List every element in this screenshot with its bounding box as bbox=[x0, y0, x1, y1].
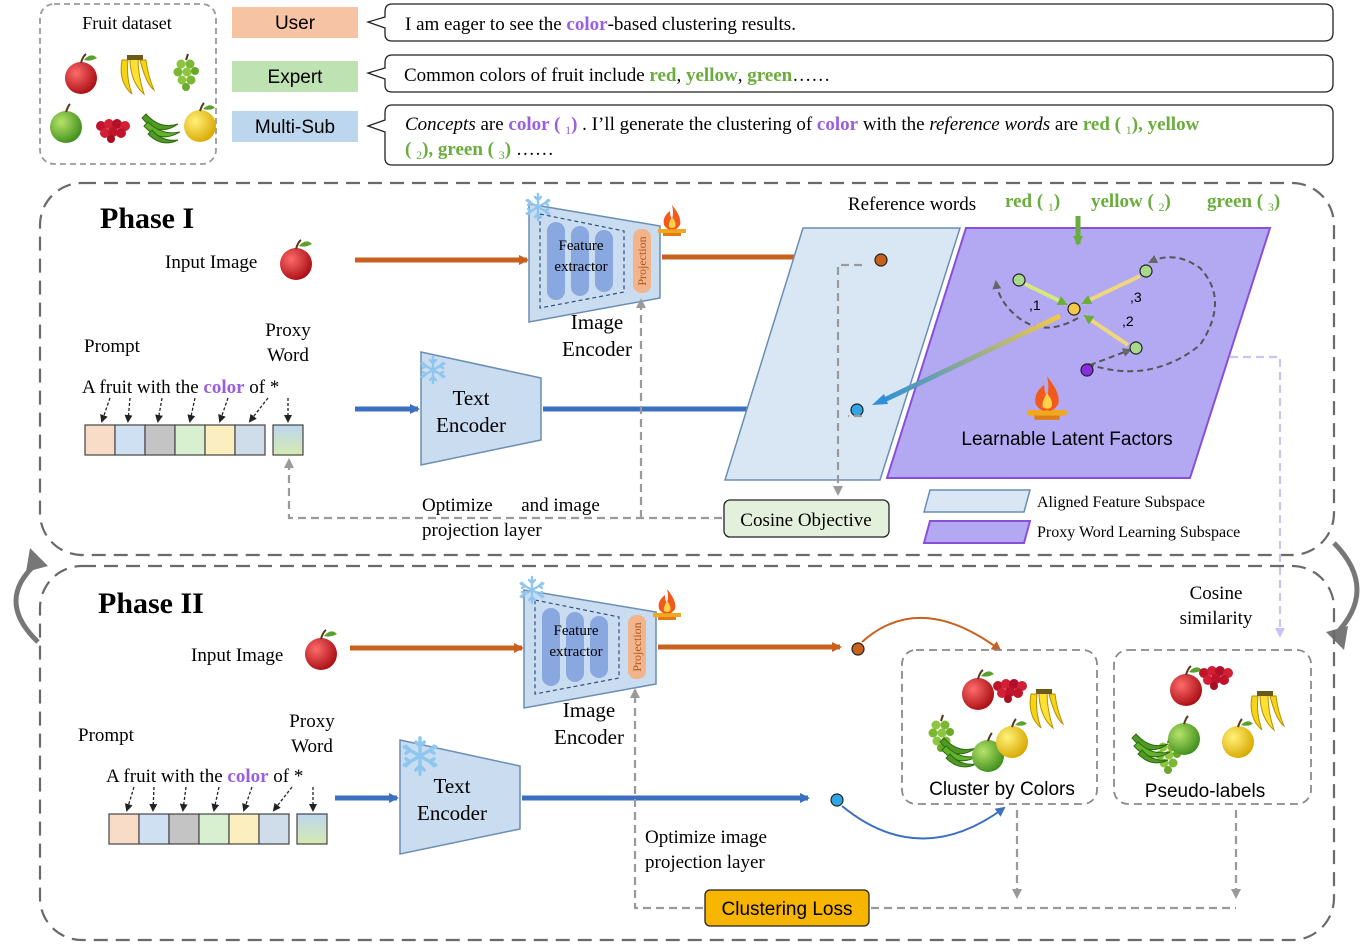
phase1-prompt-text: A fruit with the color of * bbox=[82, 377, 279, 398]
reference-word-red: red ( 1) bbox=[1005, 191, 1060, 214]
user-role-badge bbox=[232, 7, 358, 38]
phase2-input-apple-icon bbox=[304, 629, 338, 671]
fruit-dataset-title: Fruit dataset bbox=[82, 13, 171, 33]
proxy-word-point bbox=[1067, 302, 1081, 316]
cosine-objective-box bbox=[723, 499, 890, 538]
right-cycle-arrow bbox=[1332, 541, 1360, 638]
proxy-word-learning-subspace bbox=[885, 227, 1272, 479]
learnable-latent-factors-label: Learnable Latent Factors bbox=[961, 429, 1172, 450]
phase2-text-encoder-shape bbox=[399, 739, 521, 855]
phase2-optimize-projection-dashed-arrow bbox=[630, 688, 703, 910]
user-message: I am eager to see the color-based cluste… bbox=[405, 14, 796, 35]
phase2-input-image-label: Input Image bbox=[191, 645, 283, 666]
phase1-projection-trainable-icon bbox=[658, 205, 686, 236]
factor-dashed-loop-left bbox=[992, 280, 1079, 329]
legend-aligned-swatch bbox=[923, 489, 1031, 513]
phase1-text-encoder-shape bbox=[420, 351, 542, 466]
phase1-container bbox=[38, 181, 1336, 557]
phase1-projection-label: Projection bbox=[635, 236, 649, 285]
phase1-input-apple-icon bbox=[279, 239, 313, 281]
legend-proxy-label: Proxy Word Learning Subspace bbox=[1037, 524, 1240, 541]
multisub-message-line1: Concepts are color ( 1) . I’ll generate … bbox=[405, 114, 1200, 137]
factor2-label: ,2 bbox=[1122, 313, 1134, 329]
factor3-arrow bbox=[1081, 274, 1141, 305]
cluster-by-colors-label: Cluster by Colors bbox=[929, 779, 1075, 800]
expert-message: Common colors of fruit include red, yell… bbox=[404, 65, 830, 86]
phase1-token-embeddings bbox=[84, 424, 304, 456]
factor1-arrow bbox=[1024, 282, 1068, 306]
phase2-projection-label: Projection bbox=[630, 622, 644, 671]
text-feature-point bbox=[850, 403, 864, 417]
phase2-projection-trainable-icon bbox=[653, 589, 681, 620]
factor1-label: ,1 bbox=[1029, 297, 1041, 313]
expert-role-label: Expert bbox=[268, 67, 324, 88]
phase2-prompt-text: A fruit with the color of * bbox=[106, 766, 303, 787]
legend-proxy-swatch bbox=[922, 520, 1032, 544]
phase1-input-image-label: Input Image bbox=[165, 252, 257, 273]
phase2-container bbox=[38, 564, 1336, 942]
phase2-token-embeddings bbox=[108, 813, 328, 845]
user-speech-bubble bbox=[365, 3, 1334, 42]
cosine-objective-label: Cosine Objective bbox=[740, 510, 871, 531]
clustering-loss-label: Clustering Loss bbox=[722, 899, 853, 920]
phase2-text-feature-point bbox=[830, 793, 844, 807]
phase2-token-arrows bbox=[124, 786, 317, 812]
multisub-message-line2: ( 2), green ( 3) …… bbox=[405, 139, 554, 162]
factor-dashed-loop-right bbox=[1087, 254, 1216, 373]
multisub-role-label: Multi-Sub bbox=[255, 117, 335, 138]
factor3-point bbox=[1139, 264, 1153, 278]
user-role-label: User bbox=[275, 13, 316, 34]
phase1-cosine-dashed-image bbox=[833, 263, 862, 496]
expert-role-badge bbox=[232, 61, 358, 92]
factor2-arrow bbox=[1083, 314, 1130, 347]
reference-word-yellow: yellow ( 2) bbox=[1091, 191, 1171, 214]
multisub-role-badge bbox=[232, 111, 358, 142]
phase2-image-to-cluster-arrow bbox=[861, 616, 1002, 652]
phase1-token-arrows bbox=[100, 397, 292, 423]
legend-aligned-label: Aligned Feature Subspace bbox=[1037, 494, 1205, 511]
latent-factor-point bbox=[1080, 363, 1094, 377]
expert-speech-bubble bbox=[365, 54, 1334, 93]
phase2-text-to-cluster-arrow bbox=[841, 805, 1006, 840]
pseudo-label-dashed-arrow bbox=[1230, 355, 1285, 638]
left-cycle-arrow bbox=[13, 560, 40, 644]
phase2-title: Phase II bbox=[98, 587, 204, 620]
reference-word-green: green ( 3) bbox=[1207, 191, 1280, 214]
phase2-image-feature-point bbox=[851, 642, 865, 656]
cluster-by-colors-box bbox=[901, 649, 1098, 805]
phase1-title: Phase I bbox=[100, 202, 194, 235]
reference-words-label: Reference words bbox=[848, 194, 976, 215]
aligned-feature-subspace bbox=[723, 227, 962, 481]
pseudo-labels-label: Pseudo-labels bbox=[1145, 781, 1265, 802]
factor1-point bbox=[1012, 273, 1026, 287]
proxy-to-text-arrow bbox=[878, 313, 1062, 405]
clustering-loss-box bbox=[704, 889, 870, 927]
factor-dashed-link bbox=[1089, 348, 1132, 366]
phase1-prompt-label: Prompt bbox=[84, 336, 141, 357]
factor3-label: ,3 bbox=[1130, 289, 1142, 305]
optimize-proxy-dashed-arrow bbox=[284, 458, 722, 520]
phase2-prompt-label: Prompt bbox=[78, 725, 135, 746]
factor2-point bbox=[1129, 341, 1143, 355]
image-feature-point bbox=[874, 253, 888, 267]
multisub-speech-bubble bbox=[366, 104, 1334, 166]
